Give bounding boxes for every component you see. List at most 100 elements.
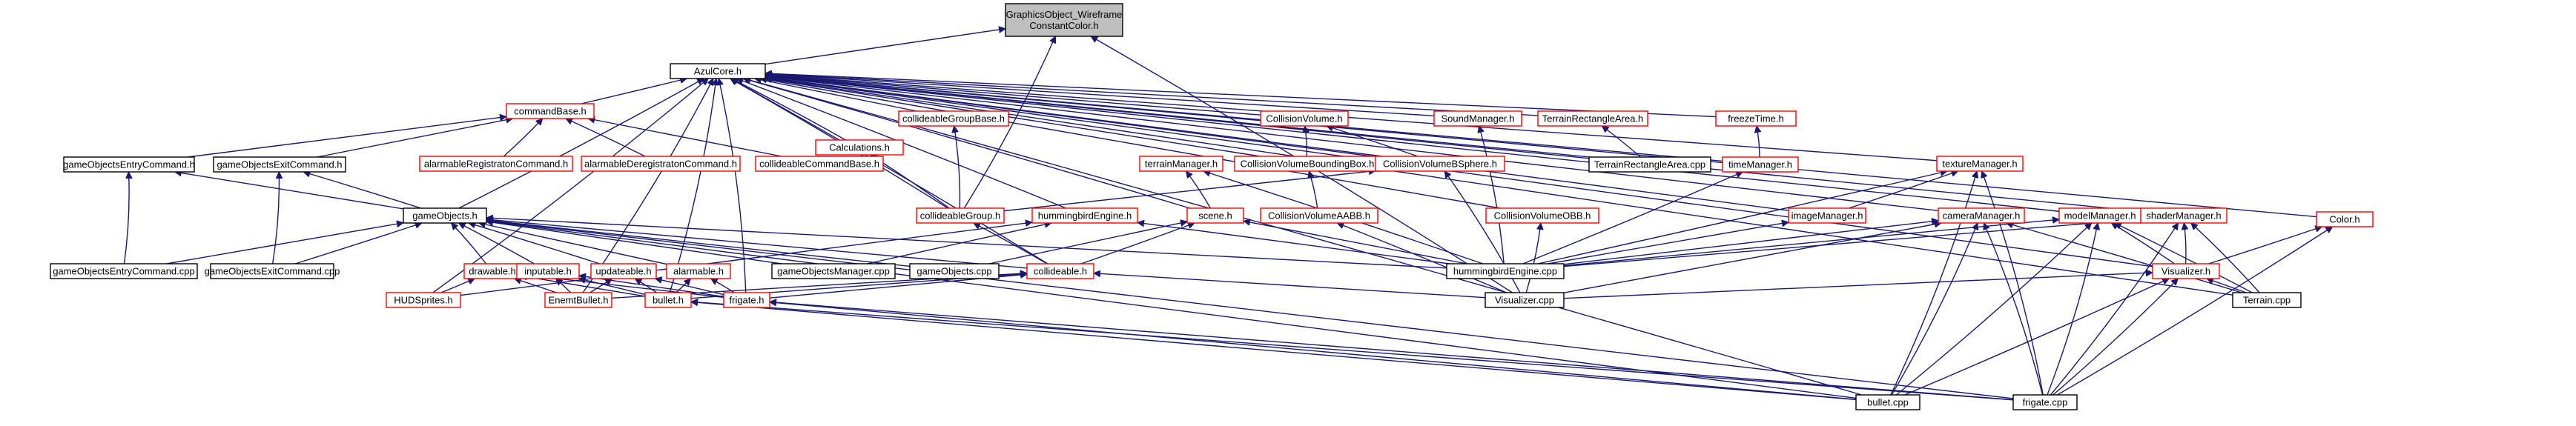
file-node-label: cameraManager.h — [1943, 210, 2021, 222]
file-node-texmgr[interactable]: textureManager.h — [1936, 156, 2024, 172]
file-node-alregcmd[interactable]: alarmableRegistratonCommand.h — [419, 156, 573, 172]
file-node-visualizer[interactable]: Visualizer.h — [2152, 263, 2220, 279]
file-node-label: TerrainRectangleArea.h — [1542, 113, 1644, 124]
file-node-box — [1031, 207, 1138, 224]
file-node-label: Calculations.h — [829, 142, 890, 153]
include-edge — [123, 172, 129, 264]
file-nodes: GraphicsObject_WireframeConstantColor.hA… — [50, 3, 2374, 410]
file-node-enemybullet[interactable]: EnemtBullet.h — [544, 292, 612, 308]
include-edge — [1327, 126, 1419, 157]
file-node-drawable[interactable]: drawable.h — [463, 263, 521, 279]
file-node-colbasecmd[interactable]: collideableCommandBase.h — [755, 156, 884, 172]
include-edge — [2052, 279, 2179, 396]
file-node-terrmgr[interactable]: terrainManager.h — [1139, 156, 1223, 172]
file-node-box — [2058, 207, 2141, 224]
file-node-label: EnemtBullet.h — [549, 295, 609, 306]
file-node-bulleth[interactable]: bullet.h — [644, 292, 692, 308]
file-node-goentry[interactable]: gameObjectsEntryCommand.h — [63, 156, 195, 173]
include-edge — [1080, 223, 1195, 264]
include-edge — [974, 222, 1048, 264]
file-node-colgroup[interactable]: collideableGroup.h — [916, 207, 1005, 224]
include-edge — [765, 79, 1261, 157]
file-node-label: collideableCommandBase.h — [759, 159, 879, 170]
file-node-timemgr[interactable]: timeManager.h — [1722, 156, 1799, 173]
file-node-freeze[interactable]: freezeTime.h — [1715, 110, 1797, 127]
file-node-box — [1855, 394, 1921, 410]
include-edge — [486, 218, 1447, 269]
include-edge — [1891, 223, 1978, 396]
include-edge — [765, 76, 1723, 162]
file-node-terraincpp[interactable]: Terrain.cpp — [2232, 292, 2302, 308]
file-node-goexit[interactable]: gameObjectsExitCommand.h — [213, 156, 346, 173]
include-edge — [770, 302, 2014, 401]
file-node-gomgrcpp[interactable]: gameObjectsManager.cpp — [771, 263, 896, 279]
file-node-box — [1715, 110, 1797, 127]
file-node-box — [1938, 207, 2025, 224]
file-node-cvobb[interactable]: CollisionVolumeOBB.h — [1485, 207, 1599, 224]
file-node-cgbase[interactable]: collideableGroupBase.h — [898, 110, 1009, 127]
file-node-label: bullet.h — [653, 295, 684, 306]
file-node-box — [771, 263, 896, 279]
file-node-azul[interactable]: AzulCore.h — [670, 63, 766, 79]
file-node-box — [419, 156, 573, 172]
file-node-label: ConstantColor.h — [1029, 20, 1098, 31]
include-edge — [669, 79, 716, 293]
include-edge — [765, 75, 1938, 162]
file-node-label: frigate.cpp — [2023, 397, 2068, 408]
file-node-shadermgr[interactable]: shaderManager.h — [2140, 207, 2227, 224]
file-node-collideable[interactable]: collideable.h — [1026, 263, 1094, 279]
include-edge — [719, 79, 747, 293]
file-node-frigateh[interactable]: frigate.h — [723, 292, 770, 308]
file-node-tra[interactable]: TerrainRectangleArea.h — [1537, 110, 1648, 127]
file-node-label: commandBase.h — [514, 106, 587, 117]
file-node-hbenginecpp[interactable]: hummingbirdEngine.cpp — [1446, 263, 1565, 279]
file-node-imgmgr[interactable]: imageManager.h — [1788, 207, 1866, 224]
include-edge — [2047, 223, 2098, 396]
file-node-viscpp[interactable]: Visualizer.cpp — [1484, 292, 1565, 308]
include-edge — [1094, 273, 1486, 299]
include-edge — [2057, 226, 2332, 396]
file-node-label: GraphicsObject_Wireframe — [1006, 9, 1123, 20]
file-node-hud[interactable]: HUDSprites.h — [386, 292, 461, 308]
include-edge — [1563, 219, 2059, 267]
file-node-label: Terrain.cpp — [2243, 295, 2291, 306]
file-node-inputable[interactable]: inputable.h — [516, 263, 580, 279]
file-node-goentrycpp[interactable]: gameObjectsEntryCommand.cpp — [50, 263, 198, 279]
file-node-color[interactable]: Color.h — [2316, 211, 2374, 227]
file-node-cvaabb[interactable]: CollisionVolumeAABB.h — [1260, 207, 1378, 224]
file-node-label: HUDSprites.h — [394, 295, 452, 306]
file-node-box — [909, 263, 1000, 279]
file-node-hbengineh[interactable]: hummingbirdEngine.h — [1031, 207, 1138, 224]
file-node-colvol[interactable]: CollisionVolume.h — [1260, 110, 1349, 127]
file-node-cvbb[interactable]: CollisionVolumeBoundingBox.h — [1234, 156, 1381, 172]
file-node-alarmable[interactable]: alarmable.h — [666, 263, 731, 279]
file-node-label: CollisionVolumeAABB.h — [1268, 210, 1370, 222]
file-node-box — [670, 63, 766, 79]
file-node-bulletcpp[interactable]: bullet.cpp — [1855, 394, 1921, 410]
file-node-calc[interactable]: Calculations.h — [815, 139, 904, 156]
file-node-box — [50, 263, 198, 279]
file-node-gocpp[interactable]: gameObjects.cpp — [909, 263, 1000, 279]
include-edge — [566, 119, 646, 157]
include-edge — [760, 79, 1501, 209]
file-node-sound[interactable]: SoundManager.h — [1433, 110, 1522, 127]
file-node-modelmgr[interactable]: modelManager.h — [2058, 207, 2141, 224]
include-edge — [1757, 126, 1760, 158]
file-node-box — [644, 292, 692, 308]
file-node-gameobjs[interactable]: gameObjects.h — [403, 207, 487, 224]
file-node-box — [386, 292, 461, 308]
file-node-tracpp[interactable]: TerrainRectangleArea.cpp — [1588, 156, 1711, 173]
file-node-label: drawable.h — [469, 266, 516, 277]
file-node-label: TerrainRectangleArea.cpp — [1594, 159, 1705, 170]
file-node-cammgr[interactable]: cameraManager.h — [1938, 207, 2025, 224]
file-node-scene[interactable]: scene.h — [1186, 207, 1244, 224]
file-node-box — [916, 207, 1005, 224]
file-node-goexitcpp[interactable]: gameObjectsExitCommand.cpp — [205, 263, 340, 279]
file-node-aldergcmd[interactable]: alarmableDeregistratonCommand.h — [581, 156, 741, 172]
file-node-cvbs[interactable]: CollisionVolumeBSphere.h — [1375, 156, 1505, 172]
file-node-frigatecpp[interactable]: frigate.cpp — [2012, 394, 2078, 410]
include-edge — [303, 172, 421, 209]
file-node-updateable[interactable]: updateable.h — [590, 263, 657, 279]
file-node-cmdbase[interactable]: commandBase.h — [506, 103, 595, 119]
